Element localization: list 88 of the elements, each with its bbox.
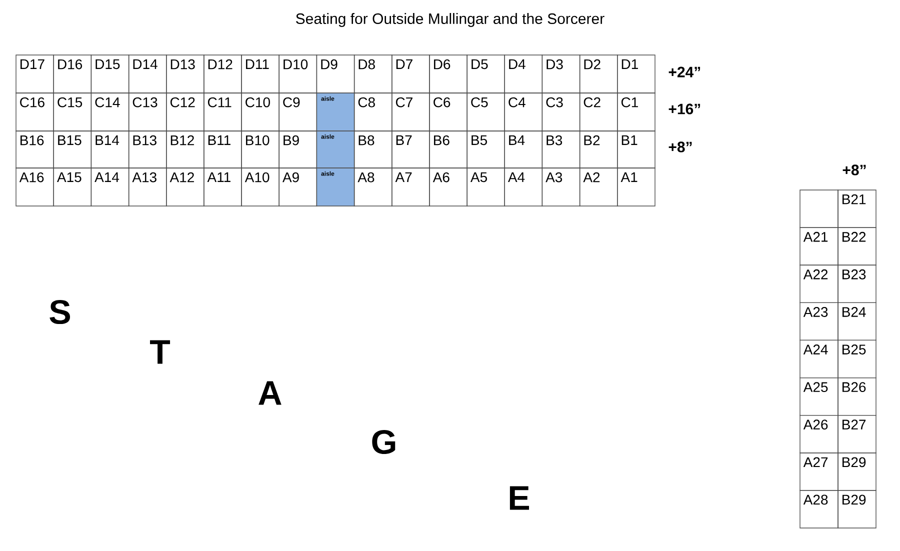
seat-cell: B13 <box>128 130 167 168</box>
seat-cell: D2 <box>579 54 618 94</box>
seat-cell: A23 <box>800 302 838 341</box>
seat-cell: C10 <box>241 92 280 132</box>
seat-cell: D14 <box>128 54 167 94</box>
seat-cell: B2 <box>579 130 618 168</box>
seat-cell: A25 <box>800 377 838 416</box>
height-label: +16” <box>668 104 700 114</box>
seat-cell: C3 <box>542 92 580 132</box>
seat-cell: A28 <box>800 490 838 528</box>
seat-cell: A10 <box>241 168 280 206</box>
seat-cell: A7 <box>392 168 430 206</box>
stage-letter: A <box>258 381 282 405</box>
seat-cell: C11 <box>204 92 242 132</box>
seat-cell: B25 <box>838 340 876 378</box>
seat-cell: B5 <box>466 130 505 168</box>
title: Seating for Outside Mullingar and the Sorcerer <box>296 13 604 27</box>
seat-cell: A16 <box>16 168 54 206</box>
seat-cell: A22 <box>800 264 838 304</box>
seat-cell: A1 <box>617 168 656 206</box>
seat-cell: D11 <box>241 54 280 94</box>
seat-cell: D5 <box>466 54 505 94</box>
seat-cell: C12 <box>166 92 204 132</box>
seat-cell: C2 <box>579 92 618 132</box>
seat-cell: A12 <box>166 168 204 206</box>
seat-cell: A2 <box>579 168 618 206</box>
seat-cell: C15 <box>53 92 92 132</box>
seat-cell: B21 <box>838 190 876 228</box>
height-label: +8” <box>668 142 692 152</box>
seat-cell: C7 <box>392 92 430 132</box>
seat-cell: A14 <box>90 168 130 206</box>
seat-cell: D6 <box>429 54 468 94</box>
seat-cell: B7 <box>392 130 430 168</box>
seat-cell: B4 <box>504 130 543 168</box>
seat-cell: A5 <box>466 168 505 206</box>
seat-cell: A24 <box>800 340 838 378</box>
seat-cell: C5 <box>466 92 505 132</box>
seat-cell: A6 <box>429 168 468 206</box>
seat-cell: B8 <box>354 130 392 168</box>
seat-cell: C8 <box>354 92 392 132</box>
seat-cell: B14 <box>90 130 130 168</box>
seat-cell: D7 <box>392 54 430 94</box>
seat-cell: D13 <box>166 54 204 94</box>
seat-cell: B15 <box>53 130 92 168</box>
seat-cell: C1 <box>617 92 656 132</box>
height-label: +24” <box>668 66 700 78</box>
seat-cell: C16 <box>16 92 54 132</box>
seat-cell: B16 <box>16 130 54 168</box>
seat-cell: A21 <box>800 227 838 266</box>
seat-cell: B23 <box>838 264 876 304</box>
seat-cell: A27 <box>800 452 838 491</box>
seat-cell: B11 <box>204 130 242 168</box>
seat-cell: B3 <box>542 130 580 168</box>
seat-cell: D15 <box>90 54 130 94</box>
height-label: +8” <box>842 164 866 176</box>
stage-letter: G <box>372 430 396 454</box>
seat-cell: B6 <box>429 130 468 168</box>
seat-cell: D4 <box>504 54 543 94</box>
seat-cell: D10 <box>278 54 318 94</box>
seat-cell: C6 <box>429 92 468 132</box>
seat-cell: D8 <box>354 54 392 94</box>
stage-letter: E <box>510 486 529 510</box>
seat-cell: A11 <box>204 168 242 206</box>
stage-letter: S <box>50 300 70 324</box>
seat-cell: D12 <box>204 54 242 94</box>
seat-cell: B27 <box>838 414 876 454</box>
seat-cell: A26 <box>800 414 838 454</box>
seat-cell: B10 <box>241 130 280 168</box>
seat-cell: A8 <box>354 168 392 206</box>
seat-cell: B29 <box>838 452 876 491</box>
seat-cell: B22 <box>838 227 876 266</box>
seat-cell: A15 <box>53 168 92 206</box>
seat-cell: C4 <box>504 92 543 132</box>
seat-cell: B24 <box>838 302 876 341</box>
seat-cell: A3 <box>542 168 580 206</box>
seat-cell: B1 <box>617 130 656 168</box>
seat-cell: D3 <box>542 54 580 94</box>
seat-cell: A4 <box>504 168 543 206</box>
seat-cell: B26 <box>838 377 876 416</box>
seat-cell: C14 <box>90 92 130 132</box>
seat-cell: B29 <box>838 490 876 528</box>
stage-letter: T <box>150 340 170 364</box>
seat-cell: A13 <box>128 168 167 206</box>
seat-cell: B12 <box>166 130 204 168</box>
seat-cell: D16 <box>53 54 92 94</box>
seat-cell: D1 <box>617 54 656 94</box>
seat-cell: D17 <box>16 54 54 94</box>
seat-cell: C13 <box>128 92 167 132</box>
